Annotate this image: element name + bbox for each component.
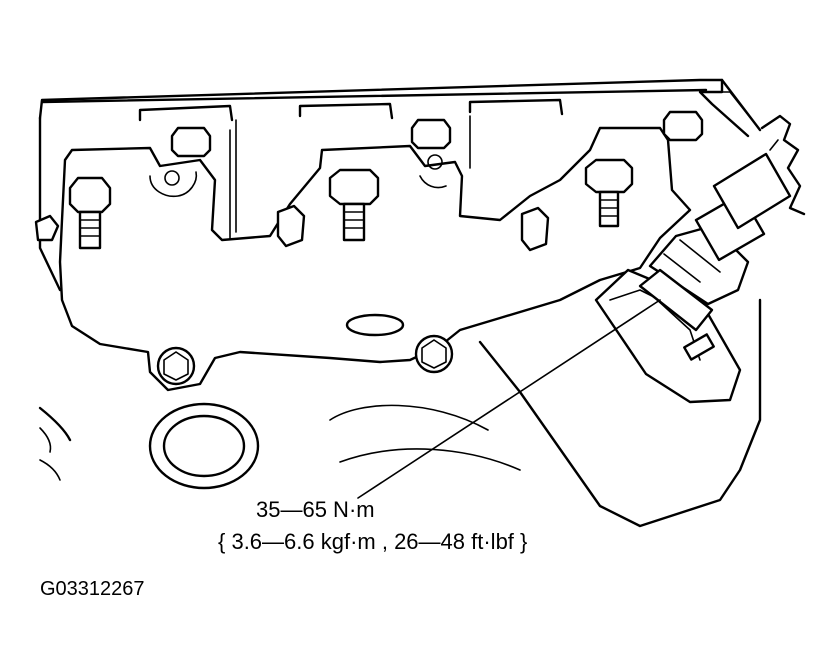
flange-bolt — [68, 176, 112, 250]
exhaust-pipe-contour — [478, 298, 762, 528]
leader-line — [357, 299, 661, 499]
oxygen-sensor — [594, 114, 806, 404]
lower-bolt — [156, 334, 454, 386]
head-bolt — [170, 110, 704, 158]
stud — [34, 204, 550, 252]
gasket-ring — [148, 402, 260, 490]
torque-spec-nm: 35—65 N·m — [256, 497, 375, 522]
flange-bolt — [328, 168, 380, 242]
cylinder-head — [38, 78, 762, 481]
flange-bolt — [584, 158, 634, 228]
figure-code: G03312267 — [40, 578, 145, 600]
exhaust-manifold — [58, 126, 692, 471]
torque-spec-alt: { 3.6—6.6 kgf·m , 26—48 ft·lbf } — [218, 529, 527, 554]
